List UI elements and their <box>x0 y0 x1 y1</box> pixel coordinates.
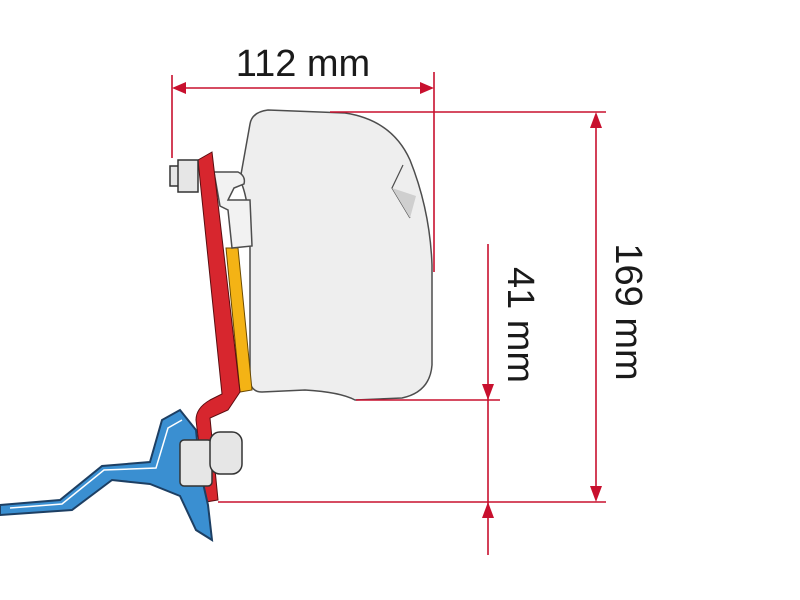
lower-bolt-nut <box>179 439 213 487</box>
awning-front-shade <box>392 188 416 218</box>
lower-height-label: 41 mm <box>499 267 541 383</box>
width-arrow-left <box>172 82 186 94</box>
width-label: 112 mm <box>236 43 370 85</box>
lower-bolt-head <box>209 431 243 475</box>
mounting-bracket-icon <box>213 171 253 393</box>
overall-height-label: 169 mm <box>607 243 649 380</box>
dimension-lines <box>171 72 606 555</box>
red-mounting-plate <box>195 151 241 503</box>
roof-rail-icon <box>0 408 214 542</box>
lower-arrow-bottom <box>482 502 494 518</box>
lower-arrow-top <box>482 384 494 400</box>
lower-bolt-icon <box>179 431 243 487</box>
top-bolt-icon <box>169 159 199 193</box>
width-arrow-right <box>420 82 434 94</box>
blue-rail-profile <box>0 408 214 542</box>
height-arrow-bottom <box>590 486 602 502</box>
awning-body <box>239 109 433 401</box>
bracket-hook <box>213 171 253 249</box>
blue-rail-inner <box>9 419 183 509</box>
awning-profile-icon <box>239 109 433 401</box>
top-bolt-nut <box>177 159 199 193</box>
height-arrow-top <box>590 112 602 128</box>
